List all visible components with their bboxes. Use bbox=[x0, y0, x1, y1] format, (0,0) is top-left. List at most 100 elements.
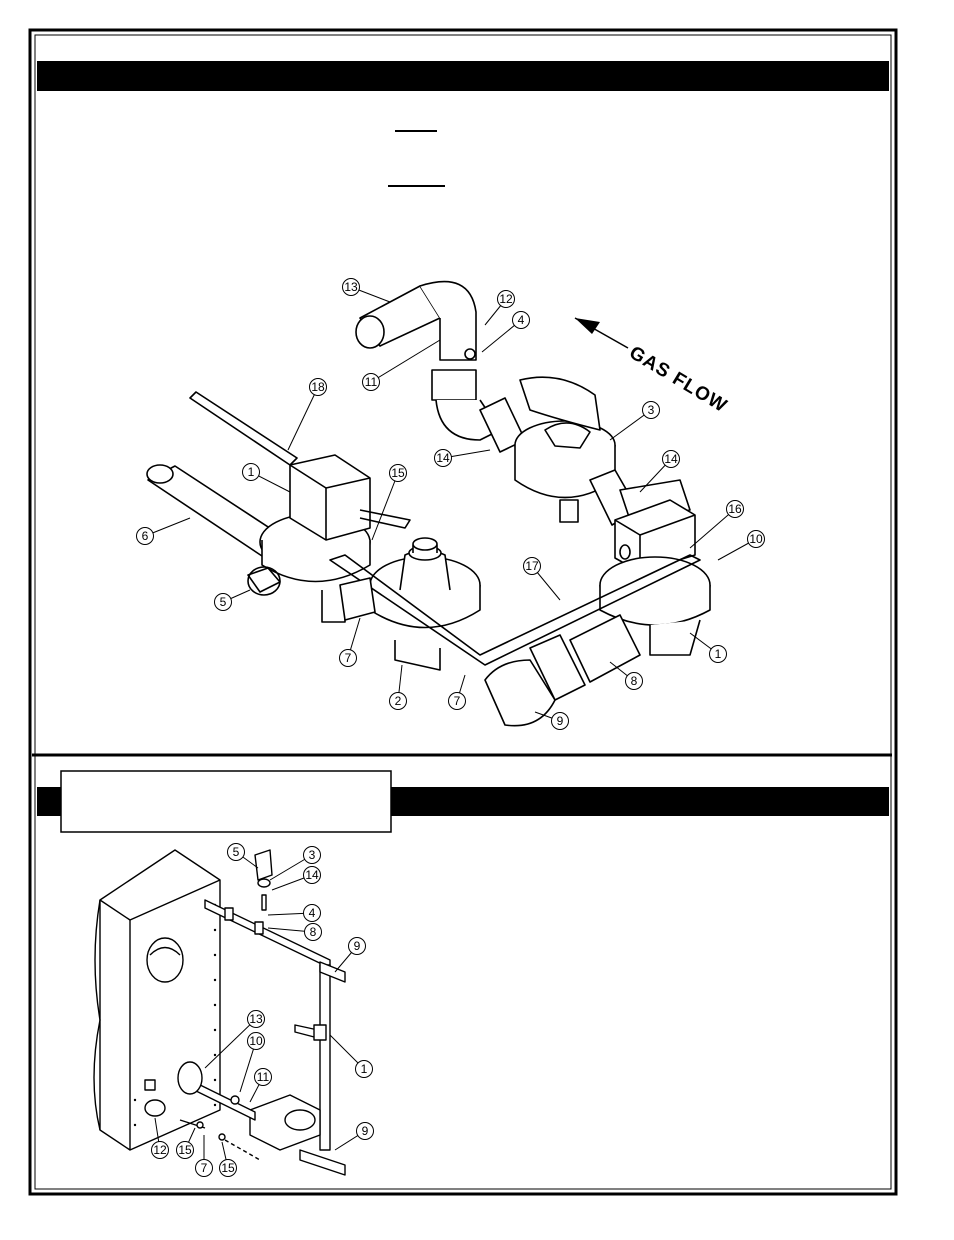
bottom-callout-label: 14 bbox=[305, 868, 319, 882]
top-callout-8: 8 bbox=[609, 661, 643, 690]
top-leader-line bbox=[689, 508, 736, 549]
gas-flow-label: GAS FLOW bbox=[625, 342, 730, 417]
top-callout-circle bbox=[662, 450, 680, 468]
bottom-callout-circle bbox=[176, 1141, 194, 1159]
top-callout-circle bbox=[709, 645, 727, 663]
top-callout-circle bbox=[642, 401, 660, 419]
top-callout-circle bbox=[339, 649, 357, 667]
bottom-callout-circle bbox=[219, 1159, 237, 1177]
top-callout-circle bbox=[448, 692, 466, 710]
bottom-callout-circle bbox=[151, 1141, 169, 1159]
inner-frame bbox=[34, 34, 892, 1190]
top-header-bar bbox=[37, 61, 889, 91]
bottom-callout-3: 3 bbox=[269, 846, 321, 881]
top-callout-6: 6 bbox=[136, 517, 191, 545]
top-leader-line bbox=[371, 472, 399, 541]
bottom-callout-circle bbox=[227, 843, 245, 861]
top-callout-11: 11 bbox=[362, 339, 441, 391]
top-callout-label: 16 bbox=[728, 502, 742, 516]
bottom-callout-7: 7 bbox=[195, 1135, 213, 1177]
top-callout-label: 15 bbox=[391, 466, 405, 480]
bottom-callout-label: 11 bbox=[257, 1070, 270, 1084]
top-callout-3: 3 bbox=[609, 401, 660, 441]
top-callout-5: 5 bbox=[214, 589, 251, 611]
top-callout-circle bbox=[389, 464, 407, 482]
top-callout-label: 3 bbox=[648, 403, 655, 417]
top-callout-label: 7 bbox=[454, 694, 461, 708]
top-callout-label: 13 bbox=[344, 280, 358, 294]
top-callout-label: 1 bbox=[248, 465, 255, 479]
top-leader-line bbox=[370, 339, 441, 383]
top-callout-15: 15 bbox=[371, 464, 407, 541]
bottom-label-box bbox=[60, 770, 392, 833]
bottom-callout-15b: 15 bbox=[219, 1141, 237, 1177]
bottom-callout-11: 11 bbox=[249, 1068, 272, 1103]
top-callout-13: 13 bbox=[342, 278, 391, 303]
bottom-callout-5: 5 bbox=[227, 843, 259, 869]
bottom-callout-circle bbox=[348, 937, 366, 955]
bottom-callout-circle bbox=[247, 1032, 265, 1050]
bottom-callouts: 5 3 14 4 8 9 1 13 10 11 9 12 15 7 15 bbox=[151, 843, 374, 1177]
bottom-callout-circle bbox=[303, 846, 321, 864]
top-callout-label: 10 bbox=[749, 532, 763, 546]
top-callout-9: 9 bbox=[534, 711, 569, 730]
top-callout-1b: 1 bbox=[689, 632, 727, 663]
top-callout-label: 7 bbox=[345, 651, 352, 665]
bottom-callout-9b: 9 bbox=[334, 1122, 374, 1151]
top-callout-label: 5 bbox=[220, 595, 227, 609]
bottom-callout-circle bbox=[355, 1060, 373, 1078]
bottom-callout-label: 10 bbox=[249, 1034, 263, 1048]
top-callout-label: 14 bbox=[664, 452, 678, 466]
top-callout-circle bbox=[362, 373, 380, 391]
bottom-callout-label: 7 bbox=[201, 1161, 208, 1175]
top-callout-4: 4 bbox=[481, 311, 530, 353]
bottom-callout-label: 3 bbox=[309, 848, 316, 862]
top-callout-12: 12 bbox=[484, 290, 515, 326]
bottom-callout-circle bbox=[254, 1068, 272, 1086]
bottom-callout-15a: 15 bbox=[176, 1127, 196, 1159]
bottom-callout-14: 14 bbox=[271, 866, 321, 891]
top-callout-circle bbox=[497, 290, 515, 308]
top-callout-circle bbox=[136, 527, 154, 545]
top-callout-circle bbox=[747, 530, 765, 548]
top-callout-label: 9 bbox=[557, 714, 564, 728]
outer-frame bbox=[28, 28, 898, 1196]
top-callout-label: 14 bbox=[436, 451, 450, 465]
bottom-callout-circle bbox=[195, 1159, 213, 1177]
top-callout-label: 11 bbox=[365, 375, 378, 389]
top-callout-circle bbox=[342, 278, 360, 296]
top-callout-14b: 14 bbox=[639, 450, 680, 493]
top-callout-14a: 14 bbox=[434, 449, 491, 467]
bottom-callout-label: 4 bbox=[309, 906, 316, 920]
bottom-callout-9a: 9 bbox=[334, 937, 366, 973]
bottom-callout-label: 9 bbox=[362, 1124, 369, 1138]
bottom-callout-label: 9 bbox=[354, 939, 361, 953]
bottom-callout-10: 10 bbox=[239, 1032, 265, 1093]
top-callout-circle bbox=[726, 500, 744, 518]
top-callout-17: 17 bbox=[523, 557, 561, 601]
top-callout-7b: 7 bbox=[448, 674, 466, 710]
top-callout-label: 12 bbox=[499, 292, 513, 306]
top-callout-1a: 1 bbox=[242, 463, 291, 493]
top-callout-circle bbox=[512, 311, 530, 329]
top-callout-circle bbox=[523, 557, 541, 575]
bottom-callout-circle bbox=[304, 923, 322, 941]
top-callout-label: 4 bbox=[518, 313, 525, 327]
bottom-leader-line bbox=[204, 1018, 257, 1069]
bottom-callout-label: 15 bbox=[178, 1143, 192, 1157]
top-callout-circle bbox=[434, 449, 452, 467]
top-callout-circle bbox=[389, 692, 407, 710]
top-callout-label: 18 bbox=[311, 380, 325, 394]
top-callout-circle bbox=[214, 593, 232, 611]
bottom-callout-label: 1 bbox=[361, 1062, 368, 1076]
top-callout-label: 8 bbox=[631, 674, 638, 688]
top-callout-7a: 7 bbox=[339, 617, 361, 667]
top-callout-16: 16 bbox=[689, 500, 744, 549]
bottom-callout-label: 8 bbox=[310, 925, 317, 939]
top-callout-circle bbox=[625, 672, 643, 690]
bottom-callout-label: 13 bbox=[249, 1012, 263, 1026]
bottom-callout-12: 12 bbox=[151, 1117, 169, 1159]
top-callout-circle bbox=[242, 463, 260, 481]
